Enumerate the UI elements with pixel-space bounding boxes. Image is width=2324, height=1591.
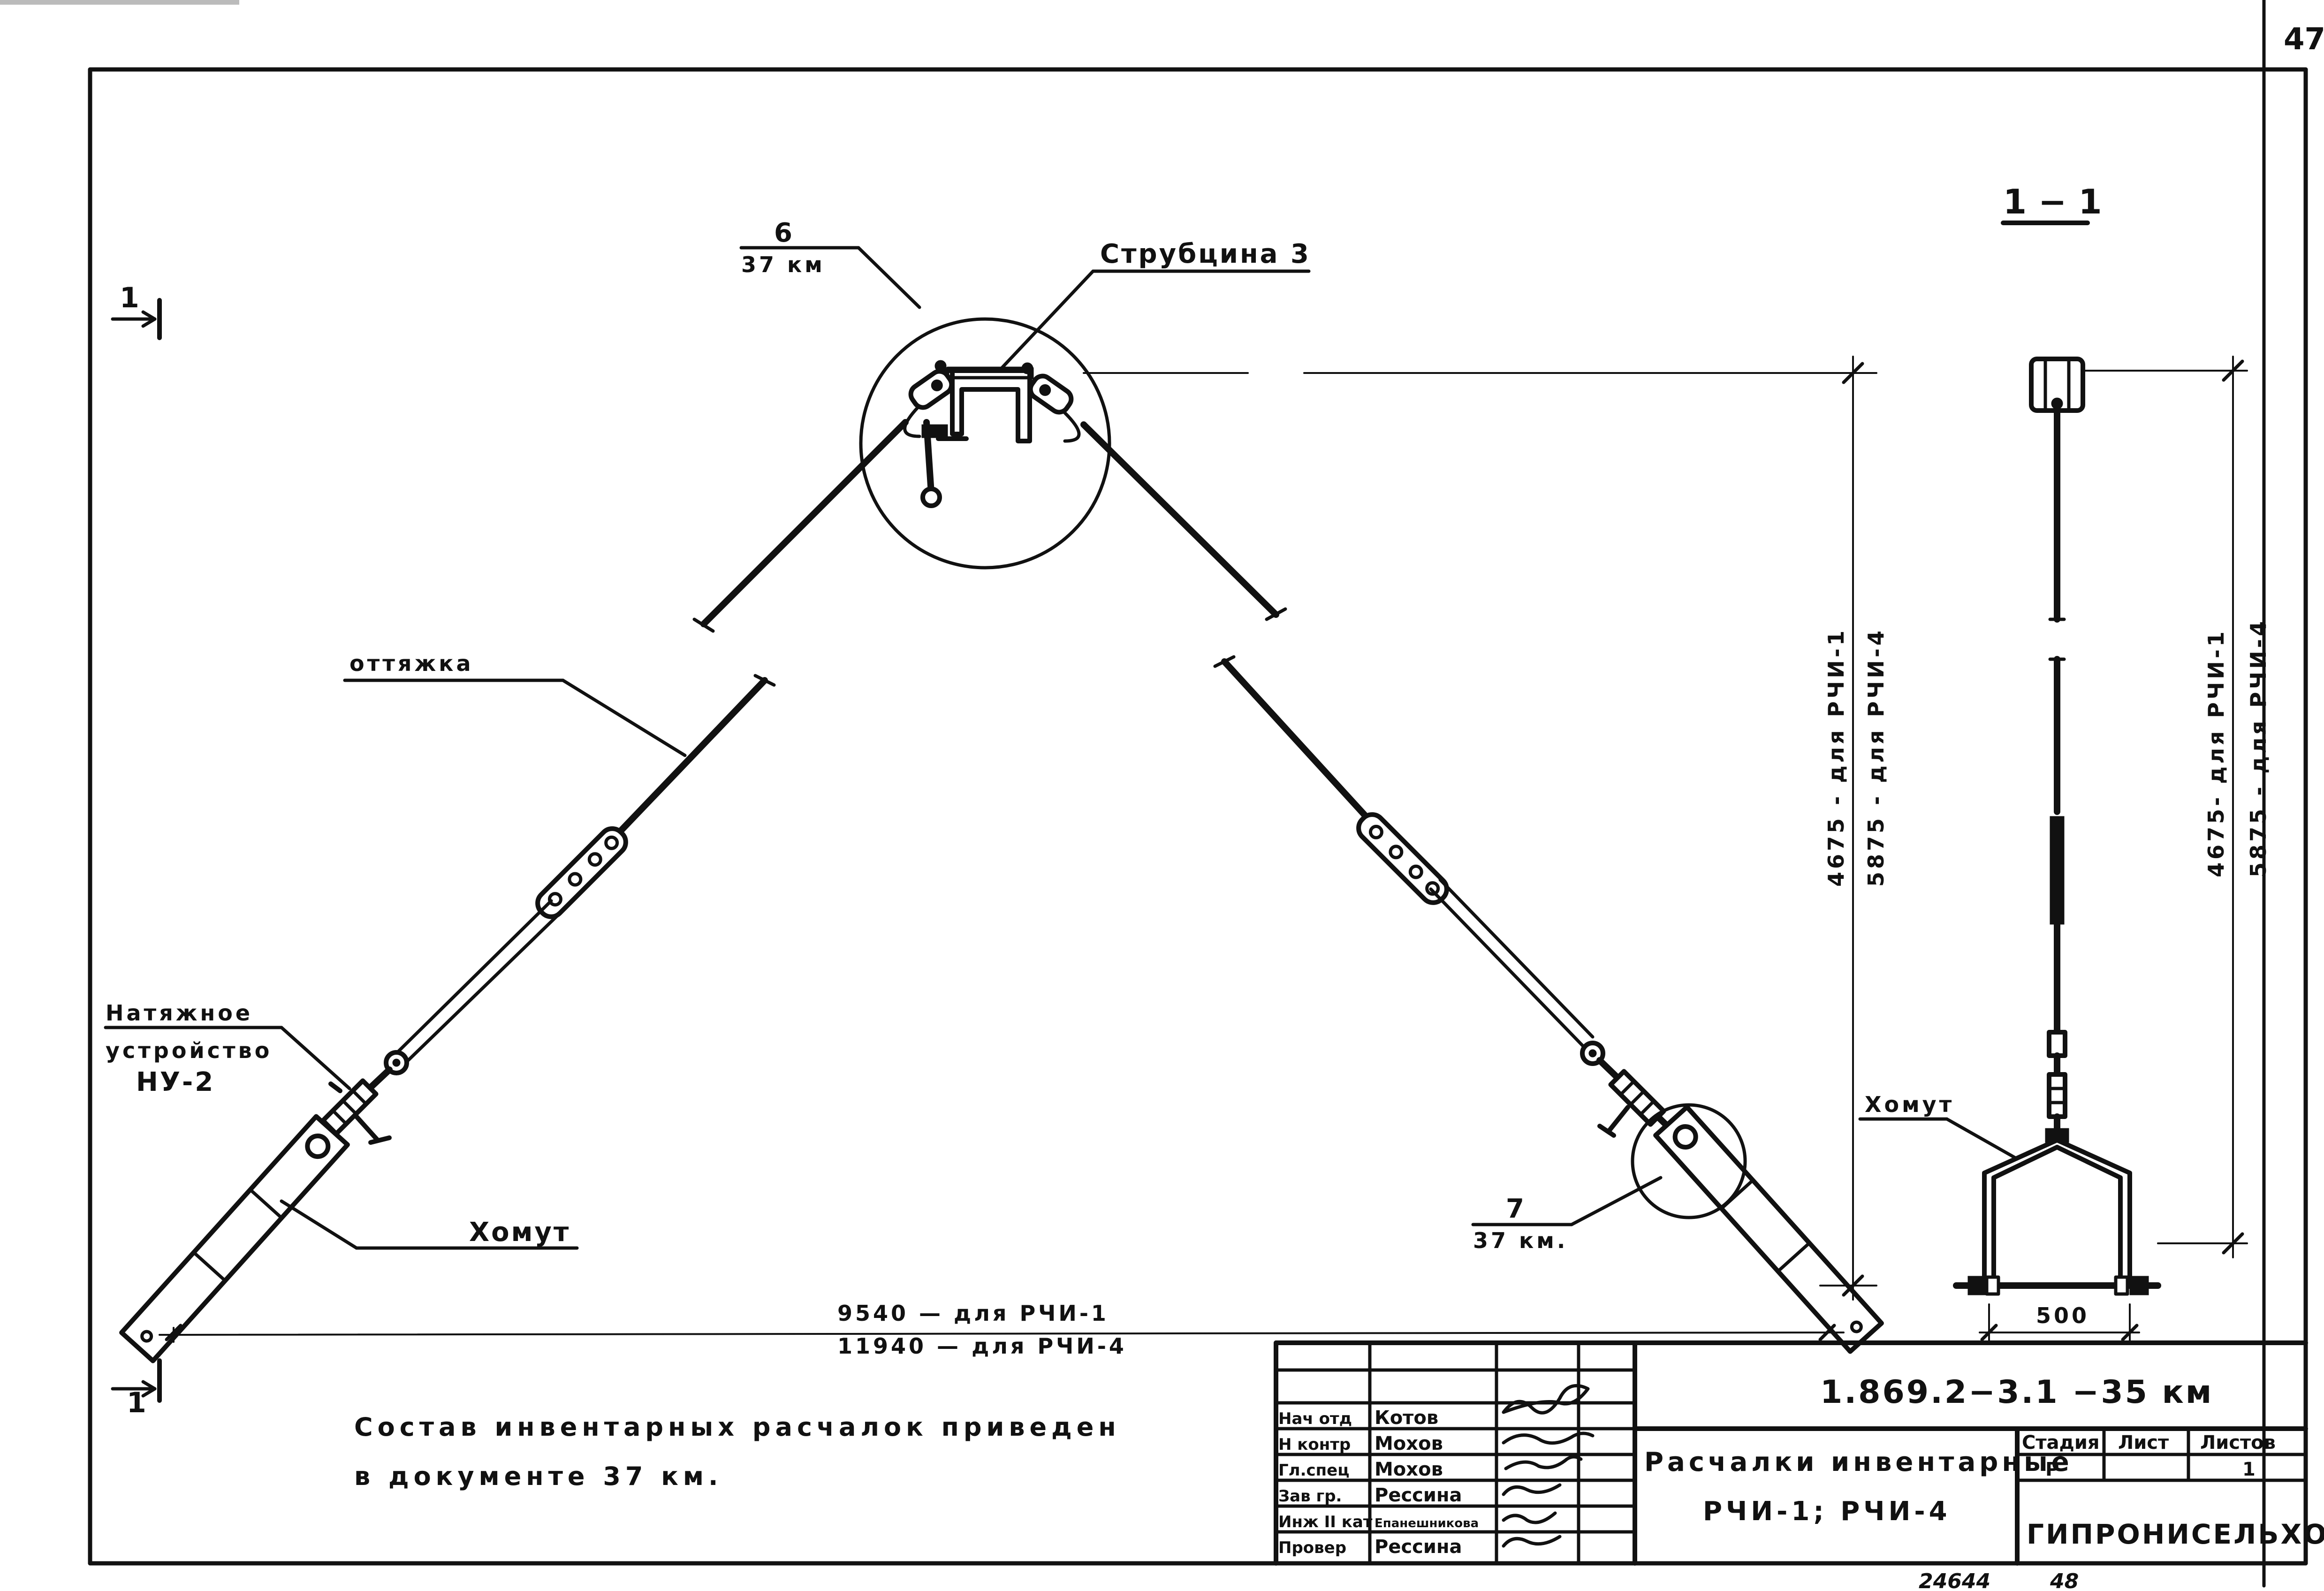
callout-guy-rope: оттяжка	[343, 651, 687, 757]
dimension-height-rchi4: 5875 - для РЧИ-4	[1863, 628, 1889, 887]
section-mark-bottom: 1	[111, 1358, 162, 1419]
callout-collar-section-label: Хомут	[1865, 1092, 1954, 1117]
callout-6-ref: 37 км	[741, 252, 825, 277]
callout-tensioner: Натяжное устройство НУ-2	[104, 1000, 351, 1097]
section-mark-top: 1	[111, 282, 162, 340]
signer-name-2: Мохов	[1375, 1433, 1443, 1454]
callout-guy-label: оттяжка	[349, 651, 474, 676]
scan-edge-mark	[0, 0, 239, 5]
title-block-name-1: Расчалки инвентарные	[1644, 1447, 2073, 1477]
title-block-stage-header: Стадия	[2022, 1432, 2100, 1454]
callout-7-ref: 37 км.	[1473, 1228, 1568, 1253]
note-line-2: в документе 37 км.	[354, 1462, 723, 1491]
signer-role-6: Провер	[1278, 1538, 1346, 1557]
drawing-frame	[88, 67, 2308, 1566]
detail-circle-7	[1631, 1103, 1747, 1219]
section-mark-top-label: 1	[120, 282, 139, 314]
guy-rope-upper-right	[1080, 421, 1279, 618]
callout-collar-label: Хомут	[469, 1217, 570, 1248]
signer-name-4: Рессина	[1375, 1484, 1462, 1506]
title-block-code: 1.869.2−3.1 −35 км	[1820, 1374, 2213, 1411]
dimension-width-section: 500	[2036, 1303, 2089, 1328]
callout-7-number: 7	[1506, 1194, 1526, 1224]
dimension-height-section-rchi1: 4675- для РЧИ-1	[2203, 629, 2229, 877]
bottom-mark-1: 24644	[1919, 1569, 1990, 1591]
dimension-span-rchi1: 9540 — для РЧИ-1	[837, 1301, 1109, 1326]
dimension-height-main: 4675 - для РЧИ-1 5875 - для РЧИ-4	[1083, 356, 1889, 1301]
dimension-height-section-rchi4: 5875 - для РЧИ-4	[2246, 618, 2271, 877]
title-block-sheet-header: Лист	[2118, 1432, 2169, 1454]
apex-detail-6	[859, 317, 1111, 570]
section-title: 1 − 1	[2003, 182, 2102, 221]
title-block-organization: ГИПРОНИСЕЛЬХОЗ	[2027, 1518, 2324, 1550]
callout-tensioner-line1: Натяжное	[106, 1000, 253, 1026]
guy-assembly-right	[1213, 655, 1884, 1354]
title-block-sheets-header: Листов	[2200, 1432, 2276, 1454]
guy-assembly-left	[119, 674, 776, 1363]
callout-6-number: 6	[774, 218, 794, 248]
title-block-name-2: РЧИ-1; РЧИ-4	[1703, 1496, 1951, 1527]
dimension-height-rchi1: 4675 - для РЧИ-1	[1823, 628, 1849, 887]
page-number: 47	[2284, 22, 2324, 57]
callout-tensioner-line2: устройство	[106, 1038, 272, 1063]
title-block-stage: Р	[2045, 1459, 2059, 1480]
signer-role-2: Н контр	[1278, 1435, 1351, 1454]
signatures	[1502, 1384, 1595, 1548]
callout-node-7: 7 37 км.	[1471, 1176, 1663, 1253]
callout-tensioner-line3: НУ-2	[136, 1067, 215, 1097]
signer-name-6: Рессина	[1375, 1536, 1462, 1558]
note-line-1: Состав инвентарных расчалок приведен	[354, 1412, 1121, 1442]
signer-role-1: Нач отд	[1278, 1409, 1352, 1428]
callout-collar: Хомут	[280, 1199, 579, 1250]
bottom-mark-2: 48	[2050, 1569, 2079, 1591]
dimension-span-rchi4: 11940 — для РЧИ-4	[837, 1333, 1127, 1359]
dimension-span: 9540 — для РЧИ-1 11940 — для РЧИ-4	[159, 1301, 1845, 1359]
signer-name-1: Котов	[1375, 1407, 1438, 1429]
section-mark-bottom-label: 1	[127, 1386, 146, 1419]
clamp-body	[941, 368, 1032, 443]
callout-clamp-label: Струбцина 3	[1100, 239, 1311, 269]
callout-clamp: Струбцина 3	[997, 239, 1311, 373]
section-1-1: 1 − 1	[1858, 182, 2271, 1343]
signer-role-4: Зав гр.	[1278, 1487, 1342, 1506]
title-block: 1.869.2−3.1 −35 км Стадия Лист Листов Р …	[1274, 1340, 2324, 1566]
callout-node-6: 6 37 км	[739, 218, 921, 309]
title-block-sheets: 1	[2242, 1459, 2256, 1480]
guy-rope-upper-left	[700, 419, 909, 627]
signer-name-5: Епанешникова	[1375, 1516, 1479, 1530]
signer-role-3: Гл.спец	[1278, 1461, 1349, 1480]
signer-name-3: Мохов	[1375, 1459, 1443, 1480]
signer-role-5: Инж II кат	[1278, 1513, 1373, 1531]
